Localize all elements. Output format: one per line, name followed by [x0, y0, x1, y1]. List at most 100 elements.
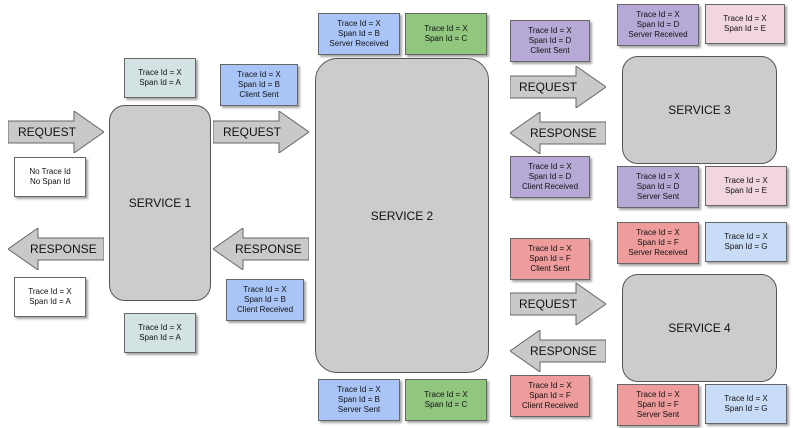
note-text: Trace Id = X: [528, 26, 572, 35]
note-text: Server Received: [628, 248, 688, 257]
note-text: Span Id = D: [636, 20, 680, 29]
note-text: Span Id = F: [637, 400, 679, 409]
note-text: Span Id = G: [724, 404, 768, 413]
note-d-server-sent: Trace Id = X Span Id = D Server Sent: [617, 166, 699, 208]
note-text: Span Id = A: [139, 78, 181, 87]
mid-request-arrow: REQUEST: [213, 111, 309, 153]
s4-response-label: RESPONSE: [530, 344, 597, 358]
note-g-top: Trace Id = X Span Id = G: [705, 222, 787, 262]
note-text: Span Id = D: [528, 172, 572, 181]
note-text: Span Id = A: [29, 297, 71, 306]
note-text: Client Received: [521, 182, 579, 191]
mid-request-label: REQUEST: [223, 125, 282, 139]
note-text: No Trace Id: [29, 167, 71, 176]
note-text: Trace Id = X: [636, 228, 680, 237]
note-g-bottom: Trace Id = X Span Id = G: [705, 384, 787, 424]
note-text: Span Id = F: [637, 238, 679, 247]
note-text: Trace Id = X: [243, 285, 287, 294]
note-text: Trace Id = X: [424, 390, 468, 399]
s3-response-arrow: RESPONSE: [510, 112, 606, 154]
note-text: Trace Id = X: [724, 232, 768, 241]
s4-response-arrow: RESPONSE: [510, 330, 606, 372]
note-text: Span Id = G: [724, 242, 768, 251]
note-text: Span Id = B: [243, 295, 287, 304]
note-response-span-a: Trace Id = X Span Id = A: [14, 277, 86, 317]
note-text: Span Id = D: [636, 182, 680, 191]
s3-request-label: REQUEST: [519, 80, 578, 94]
s3-request-arrow: REQUEST: [510, 66, 606, 108]
note-text: Client Received: [236, 305, 294, 314]
note-e-bottom: Trace Id = X Span Id = E: [705, 166, 787, 206]
note-text: Trace Id = X: [28, 287, 72, 296]
note-text: Trace Id = X: [528, 162, 572, 171]
note-text: Trace Id = X: [528, 381, 572, 390]
s4-request-label: REQUEST: [519, 297, 578, 311]
note-text: Trace Id = X: [636, 10, 680, 19]
note-c-top: Trace Id = X Span Id = C: [405, 13, 487, 55]
note-text: Span Id = B: [337, 395, 381, 404]
note-no-ids: No Trace Id No Span Id: [14, 157, 86, 197]
note-text: Server Sent: [636, 410, 680, 419]
service-1-box: SERVICE 1: [109, 105, 211, 301]
note-text: Client Sent: [239, 90, 279, 99]
note-b-server-sent: Trace Id = X Span Id = B Server Sent: [318, 379, 400, 421]
note-text: Trace Id = X: [138, 323, 182, 332]
note-s1-top-span-a: Trace Id = X Span Id = A: [124, 58, 196, 98]
note-d-server-received: Trace Id = X Span Id = D Server Received: [617, 4, 699, 46]
service-3-box: SERVICE 3: [622, 56, 777, 164]
note-text: Client Received: [521, 401, 579, 410]
note-text: Trace Id = X: [724, 176, 768, 185]
note-b-client-received: Trace Id = X Span Id = B Client Received: [226, 279, 304, 321]
note-d-client-received: Trace Id = X Span Id = D Client Received: [510, 156, 590, 198]
left-response-arrow: RESPONSE: [8, 228, 104, 270]
service-4-box: SERVICE 4: [622, 274, 777, 382]
note-s1-bottom-span-a: Trace Id = X Span Id = A: [124, 313, 196, 353]
note-text: Span Id = C: [424, 400, 468, 409]
service-4-label: SERVICE 4: [668, 321, 731, 335]
note-text: Trace Id = X: [636, 390, 680, 399]
mid-response-arrow: RESPONSE: [213, 228, 309, 270]
s4-request-arrow: REQUEST: [510, 283, 606, 325]
note-text: Span Id = E: [724, 186, 768, 195]
note-d-client-sent: Trace Id = X Span Id = D Client Sent: [510, 20, 590, 62]
note-text: Server Received: [628, 30, 688, 39]
note-text: Trace Id = X: [723, 14, 767, 23]
note-text: Trace Id = X: [528, 244, 572, 253]
service-1-label: SERVICE 1: [128, 196, 192, 210]
note-f-server-sent: Trace Id = X Span Id = F Server Sent: [617, 384, 699, 426]
left-request-label: REQUEST: [18, 125, 77, 139]
note-text: Span Id = F: [529, 254, 571, 263]
note-text: Client Sent: [530, 264, 570, 273]
note-text: Server Sent: [636, 192, 680, 201]
note-text: Trace Id = X: [337, 19, 381, 28]
note-text: Span Id = A: [139, 333, 181, 342]
note-f-client-sent: Trace Id = X Span Id = F Client Sent: [510, 238, 590, 280]
note-text: Span Id = F: [529, 391, 571, 400]
left-response-label: RESPONSE: [30, 242, 97, 256]
service-2-label: SERVICE 2: [370, 208, 434, 223]
left-request-arrow: REQUEST: [8, 111, 104, 153]
note-text: Trace Id = X: [724, 394, 768, 403]
note-text: Span Id = B: [337, 29, 381, 38]
note-e-top: Trace Id = X Span Id = E: [705, 4, 785, 44]
note-b-server-received: Trace Id = X Span Id = B Server Received: [318, 13, 400, 55]
note-text: Span Id = C: [424, 34, 468, 43]
note-text: No Span Id: [29, 177, 71, 186]
note-text: Trace Id = X: [424, 24, 468, 33]
note-b-client-sent: Trace Id = X Span Id = B Client Sent: [220, 64, 298, 106]
service-3-label: SERVICE 3: [668, 103, 731, 117]
note-text: Trace Id = X: [636, 172, 680, 181]
note-text: Client Sent: [530, 46, 570, 55]
note-f-client-received: Trace Id = X Span Id = F Client Received: [510, 375, 590, 417]
note-text: Server Sent: [337, 405, 381, 414]
note-text: Trace Id = X: [337, 385, 381, 394]
mid-response-label: RESPONSE: [235, 242, 302, 256]
service-2-box: SERVICE 2: [315, 58, 489, 373]
note-text: Span Id = E: [723, 24, 767, 33]
note-c-bottom: Trace Id = X Span Id = C: [405, 379, 487, 421]
note-f-server-received: Trace Id = X Span Id = F Server Received: [617, 222, 699, 264]
s3-response-label: RESPONSE: [530, 126, 597, 140]
note-text: Server Received: [329, 39, 389, 48]
note-text: Trace Id = X: [138, 68, 182, 77]
note-text: Span Id = B: [237, 80, 281, 89]
